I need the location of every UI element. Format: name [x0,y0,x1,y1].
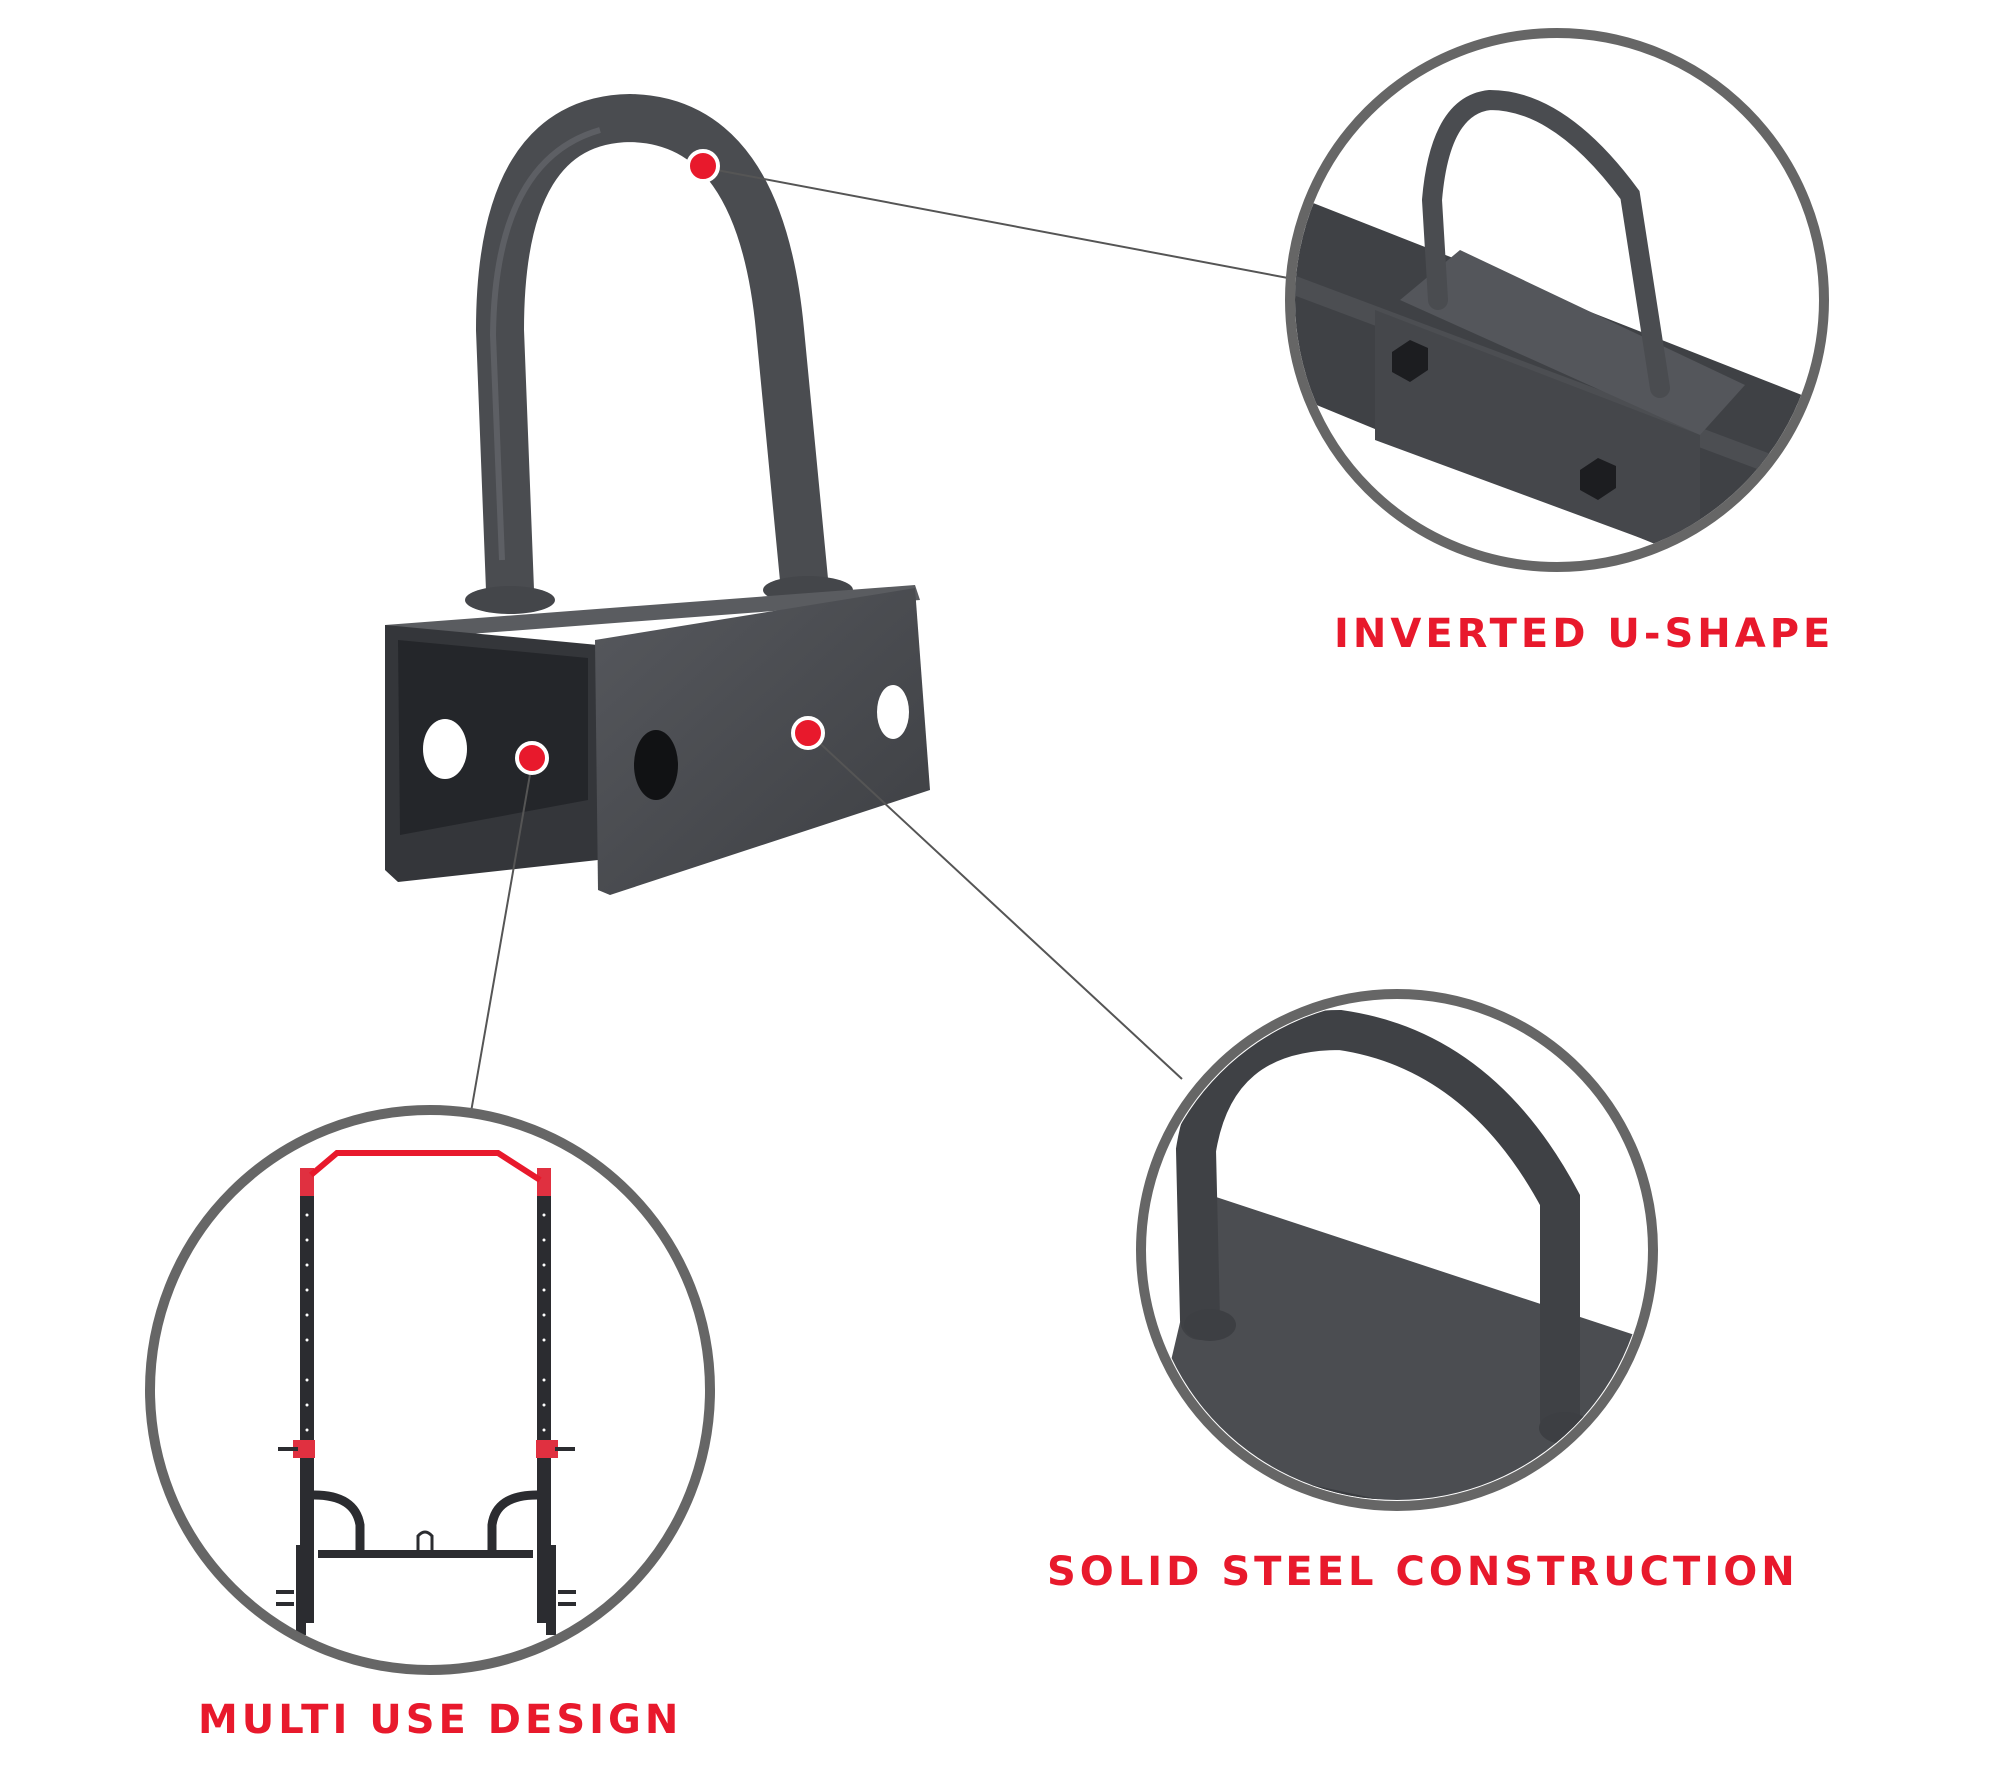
leader-line-inverted [705,167,1289,279]
leader-line-multi [470,762,533,1113]
bolt-icon [1392,340,1428,382]
detail-circle-inverted [1285,28,1829,572]
leader-line-steel [810,734,1183,1080]
rack-upright-left [300,1168,314,1623]
bracket-hole-front [634,730,678,800]
sleeve-front [1375,310,1700,560]
detail-ring [1285,28,1829,572]
callout-label-inverted-u-shape: INVERTED U-SHAPE [1334,611,1835,657]
bolt-icon [1580,458,1616,500]
callout-label-solid-steel: SOLID STEEL CONSTRUCTION [1047,1549,1799,1595]
detail-circle-multi [145,1105,715,1675]
detail-ring [1136,989,1658,1511]
callout-dots [515,149,825,775]
j-hook-right [536,1440,558,1458]
leader-lines [470,167,1289,1113]
pullup-bar [309,1150,542,1183]
bracket-hole-right [877,685,909,739]
callout-dot-steel [791,716,825,750]
callout-dot-multi [515,741,549,775]
u-attachment-mini [416,1530,434,1550]
bracket-front-plate [595,588,930,895]
rack-base-crossbar [318,1550,533,1558]
u-handle [475,93,829,614]
main-product-bracket [385,93,930,895]
bracket-hole-left [423,719,467,779]
detail-ring [145,1105,715,1675]
j-hook-left [293,1440,315,1458]
detail-circle-steel [1136,989,1658,1511]
callout-dot-inverted [686,149,720,183]
rack-upright-right [537,1168,551,1623]
callout-label-multi-use: MULTI USE DESIGN [198,1697,683,1743]
